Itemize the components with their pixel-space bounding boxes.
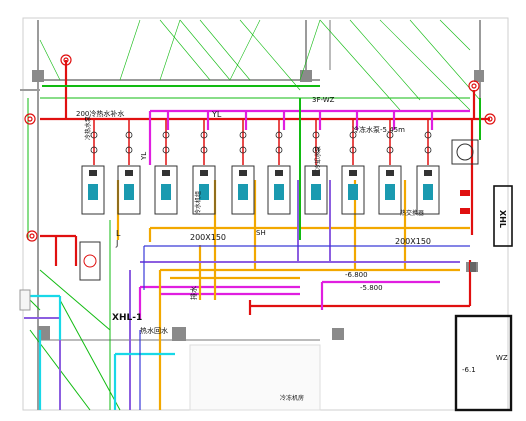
magenta-pipe-network [138,109,470,320]
label-br: -6.1 [462,366,476,374]
label-yl-main: YL [211,110,222,119]
structural-columns [32,70,484,341]
pump-unit [267,165,291,215]
note-pump-left: 冷热水泵 [84,116,92,140]
annotation-labels: 200冷热水补水 YL YL 冷热水泵 冷却水泵 冷冻水泵-5.45m 3F-W… [76,96,508,402]
label-yl-branch: YL [140,152,148,161]
note-top: 200冷热水补水 [76,109,124,118]
label-bl-2: 排水 [189,286,198,300]
label-right-1: 热交换器 [400,209,424,217]
tag-top-center: 3F-WZ [312,96,335,104]
note-bottom-2: 200X150 [395,237,431,246]
pump-unit [154,165,178,215]
label-lower-2: 冷冻机房 [280,394,304,402]
pump-unit [416,165,440,215]
note-bottom-1: 200X150 [190,233,226,242]
pipe-code-2: -5.800 [360,284,383,292]
label-xhl-right: XHL [498,210,507,228]
label-lower-1: 冷水机组 [194,191,202,215]
pump-unit [378,165,402,215]
label-j: J [115,239,118,248]
pump-unit [304,165,328,215]
cyan-pipe-network [24,294,175,410]
label-sh: SH [256,229,266,237]
pump-unit [341,165,365,215]
green-hatch-lines [39,19,481,111]
equipment-boxes [19,139,513,412]
valves [90,131,432,154]
fitting-markers [460,190,476,272]
pump-unit [81,165,105,215]
pump-unit [192,165,216,215]
pipe-code-1: -6.800 [345,271,368,279]
pump-units [81,165,440,215]
pump-unit [117,165,141,215]
pump-unit [231,165,255,215]
blue-pipe-network [139,245,470,410]
purple-pipe-network [24,180,460,410]
label-l: L [116,229,121,238]
pipe-end-markers [24,54,496,242]
note-pump-right: 冷冻水泵-5.45m [352,125,405,134]
green-pipe [42,85,481,240]
red-pipe-network [40,60,490,315]
label-side-tag: WZ [496,354,508,362]
pump-supply-drops [93,119,429,165]
note-pump-mid: 冷却水泵 [314,146,322,170]
label-bl-1: 热水回水 [140,326,168,335]
label-xhl-left: XHL-1 [112,313,142,323]
